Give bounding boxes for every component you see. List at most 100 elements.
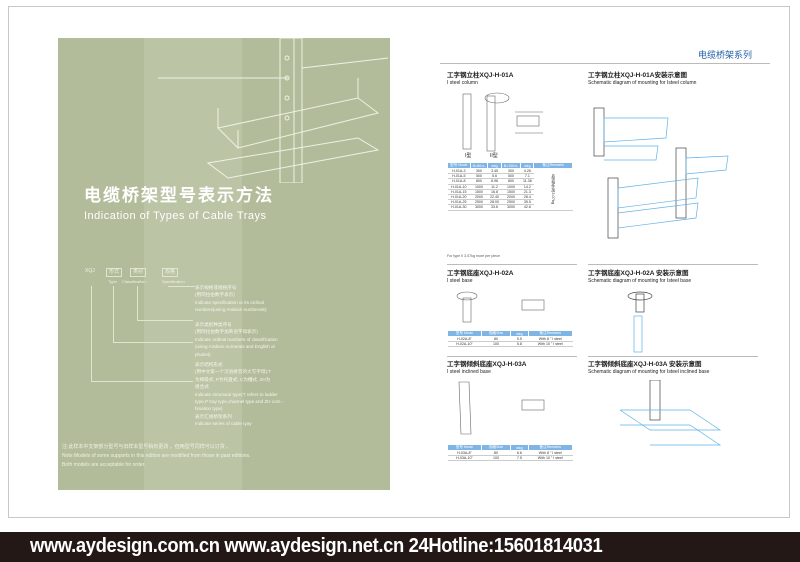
type2-label: II型 bbox=[490, 153, 498, 159]
table-cell: H-01A-8 bbox=[447, 178, 471, 185]
inclined-base-drawing bbox=[458, 381, 545, 435]
table-cell: 7.1 bbox=[520, 173, 534, 180]
table-cell: 3.45 bbox=[487, 168, 502, 175]
desc-class: 表示类别种类序号(用阿拉伯数字加英语字母表示)Indicate ordinal … bbox=[195, 322, 278, 357]
page-title: 电缆桥架型号表示方法 bbox=[84, 186, 274, 205]
code-type-en: Type bbox=[108, 279, 117, 284]
table-cell: 300 bbox=[470, 168, 488, 175]
column-header: wkg bbox=[520, 162, 535, 169]
code-type: 形式 bbox=[106, 268, 123, 277]
table-cell: With 10 " I steel bbox=[528, 455, 573, 462]
table-cell: 14.2 bbox=[520, 184, 534, 190]
table-cell: 2500 bbox=[501, 199, 521, 206]
remarks-cell: II型每件加3.07kg bbox=[533, 168, 573, 211]
table-cell: 3000 bbox=[501, 204, 521, 211]
column-header: 型号 Mode bbox=[447, 162, 471, 169]
base-drawing bbox=[456, 291, 545, 323]
divider bbox=[588, 264, 758, 265]
panel-stripe bbox=[144, 38, 242, 490]
leader-line bbox=[137, 320, 193, 321]
note: 注:此样本中支架部分型号与旧样本型号稍有更改 ，但两型号同样可以订货 。Note… bbox=[62, 444, 251, 468]
table-cell: 1500 bbox=[470, 189, 488, 195]
divider bbox=[588, 356, 758, 357]
column-header: wkg bbox=[510, 330, 529, 337]
table-cell: With 8 " I steel bbox=[528, 336, 573, 343]
page-subtitle: Indication of Types of Cable Trays bbox=[84, 210, 267, 222]
table-cell: 33.6 bbox=[487, 204, 502, 211]
header-divider bbox=[440, 63, 770, 64]
leader-line bbox=[91, 286, 92, 381]
table-cell: H-01A-5 bbox=[447, 173, 471, 180]
cover-panel: 电缆桥架型号表示方法 Indication of Types of Cable … bbox=[58, 38, 390, 490]
table-cell: 2000 bbox=[501, 194, 521, 201]
type1-label: I型 bbox=[465, 153, 472, 159]
column-header: wkg bbox=[487, 162, 502, 169]
table-cell: 11.2 bbox=[487, 184, 502, 190]
footer-banner: www.aydesign.com.cn www.aydesign.net.cn … bbox=[0, 532, 800, 562]
table-cell: H-02A-8" bbox=[447, 336, 482, 343]
table-cell: H-01A-15 bbox=[447, 189, 471, 195]
table-cell: With 8 " I steel bbox=[528, 450, 573, 457]
leader-line bbox=[91, 381, 193, 382]
column-header: 备注Remarks bbox=[533, 162, 573, 169]
table-cell: H-03A-10" bbox=[447, 455, 482, 462]
series-header: 电缆桥架系列 bbox=[697, 50, 752, 60]
column-drawing bbox=[462, 92, 543, 152]
table-cell: 500 bbox=[470, 173, 488, 180]
column-header: 备注Remarks bbox=[527, 330, 574, 337]
leader-line bbox=[113, 342, 193, 343]
table-cell: H-01A-20 bbox=[447, 194, 471, 201]
code-spec: 规格 bbox=[162, 268, 179, 277]
table-cell: 500 bbox=[501, 173, 521, 180]
table-footnote: For type II 3.07kg more per piece bbox=[447, 254, 500, 258]
table-cell: 100 bbox=[481, 341, 511, 348]
table-cell: H-03A-8" bbox=[447, 450, 482, 457]
table-cell: 1500 bbox=[501, 189, 521, 195]
table-cell: 28.00 bbox=[487, 199, 502, 206]
leader-line bbox=[137, 286, 138, 320]
code-spec-en: Specification bbox=[162, 279, 185, 284]
leader-line bbox=[113, 286, 114, 342]
table-cell: 28.4 bbox=[520, 194, 534, 201]
table-cell: H-02A-10" bbox=[447, 341, 482, 348]
table-cell: 5.6 bbox=[487, 173, 502, 180]
table-cell: H-01A-3 bbox=[447, 168, 471, 175]
column-header: wkg bbox=[510, 444, 529, 451]
base-mounting-diagram bbox=[627, 291, 653, 353]
table-cell: H-01A-30 bbox=[447, 204, 471, 211]
table-cell: 3000 bbox=[470, 204, 488, 211]
divider bbox=[447, 356, 577, 357]
table-cell: 300 bbox=[501, 168, 521, 175]
code-prefix: XQJ bbox=[85, 268, 95, 274]
table-cell: 80 bbox=[481, 450, 511, 457]
leader-line bbox=[168, 286, 195, 287]
table-cell: 800 bbox=[501, 178, 521, 185]
table-cell: 22.40 bbox=[487, 194, 502, 201]
table-cell: 4.26 bbox=[520, 168, 534, 175]
table-cell: 800 bbox=[470, 178, 488, 185]
table-cell: 6.6 bbox=[510, 450, 529, 457]
table-cell: 100 bbox=[481, 455, 511, 462]
table-cell: 5.8 bbox=[510, 341, 529, 348]
table-cell: 11.36 bbox=[520, 178, 534, 185]
column-header: B=100×L bbox=[500, 162, 522, 169]
table-cell: With 10 " I steel bbox=[528, 341, 573, 348]
column-mounting-diagram bbox=[593, 107, 729, 239]
